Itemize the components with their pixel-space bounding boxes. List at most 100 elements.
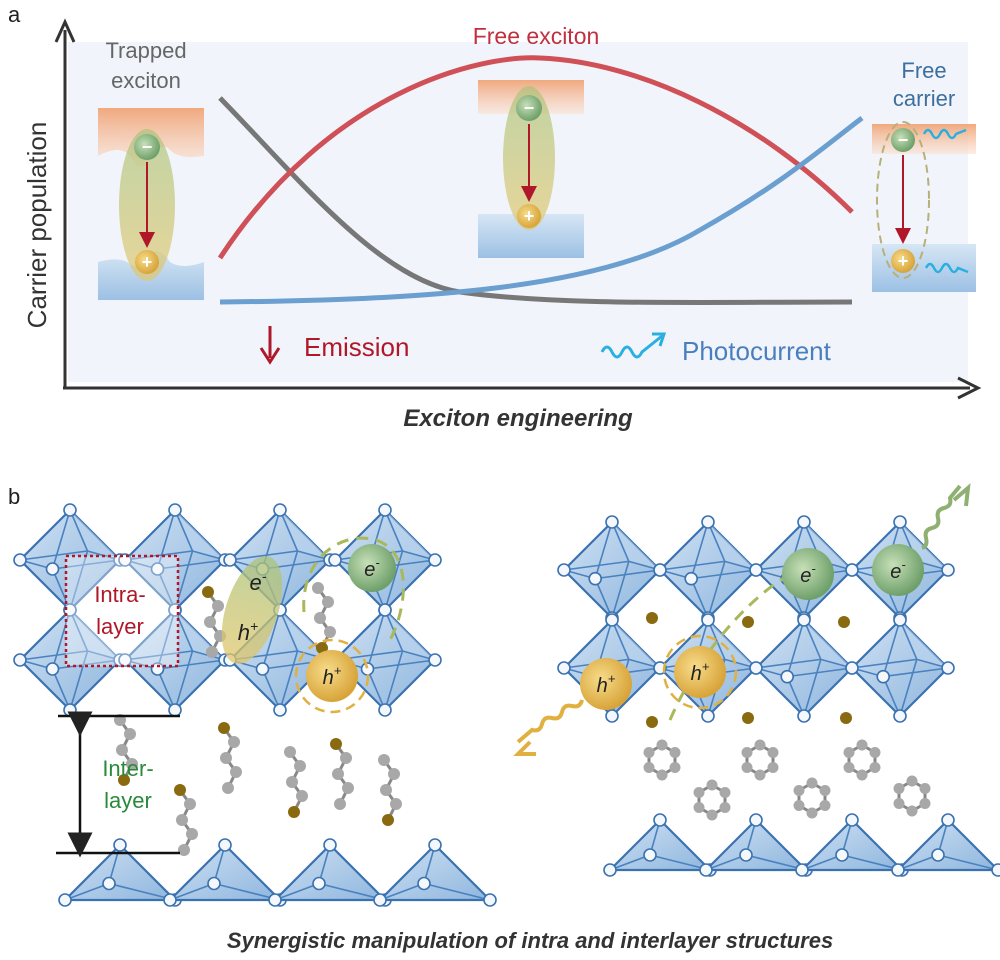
half-octahedron	[891, 813, 1000, 877]
atom-node	[941, 563, 955, 577]
organic-atom	[742, 712, 754, 724]
atom-node	[168, 503, 182, 517]
svg-text:e-: e-	[250, 568, 267, 595]
svg-text:−: −	[142, 137, 153, 157]
right-organic-molecules	[643, 612, 931, 821]
hole-icon	[517, 204, 541, 228]
octahedron	[749, 613, 859, 723]
svg-text:+: +	[142, 252, 153, 272]
trapped-label-line1: Trapped	[105, 38, 186, 63]
atom-node	[605, 515, 619, 529]
octahedron	[845, 613, 955, 723]
atom-node	[653, 813, 667, 827]
organic-atom	[742, 616, 754, 628]
atom-node	[273, 703, 287, 717]
atom-node	[780, 669, 795, 684]
atom-node	[845, 813, 859, 827]
right-bottom-layer	[603, 813, 1000, 877]
trapped-exciton-inset: Trapped exciton − +	[98, 38, 204, 300]
electron-icon	[516, 95, 542, 121]
atom-node	[255, 662, 270, 676]
atom-node	[428, 553, 442, 567]
photocurrent-wave-icon	[924, 262, 969, 274]
atom-node	[118, 653, 132, 667]
atom-node	[653, 563, 667, 577]
atom-node	[931, 848, 945, 862]
organic-chain	[330, 738, 354, 810]
half-octahedron	[268, 838, 392, 907]
panel-b: b Intra- layer Inter- layer e- h+ e- h+	[8, 483, 1000, 953]
free-carrier-label-line1: Free	[901, 58, 946, 83]
y-axis-label: Carrier population	[22, 122, 52, 329]
benzene-ring	[693, 779, 731, 821]
organic-atom	[840, 712, 852, 724]
atom-node	[845, 563, 859, 577]
atom-node	[893, 709, 907, 723]
atom-node	[701, 515, 715, 529]
atom-node	[312, 876, 326, 891]
octahedron	[13, 503, 127, 617]
electron-icon	[348, 544, 396, 592]
organic-chain	[114, 714, 138, 786]
svg-text:+: +	[524, 206, 535, 226]
organic-chain	[284, 746, 308, 818]
atom-node	[835, 848, 849, 862]
atom-node	[417, 876, 431, 891]
free-exciton-inset: Free exciton − +	[473, 23, 600, 258]
half-octahedron	[58, 838, 182, 907]
intra-layer-label-line2: layer	[96, 614, 144, 639]
organic-atom	[646, 612, 658, 624]
octahedron	[118, 603, 232, 717]
atom-node	[45, 562, 60, 576]
separation-path	[302, 536, 405, 641]
svg-text:−: −	[898, 130, 909, 150]
atom-node	[45, 662, 60, 676]
inter-layer-label-line1: Inter-	[102, 756, 153, 781]
svg-text:e-: e-	[364, 555, 380, 581]
panel-a: a Carrier population Exciton engineering…	[8, 2, 982, 432]
atom-node	[749, 813, 763, 827]
atom-node	[268, 893, 282, 907]
organic-atom	[838, 616, 850, 628]
wave-arrow-icon	[600, 334, 663, 359]
atom-node	[13, 553, 27, 567]
atom-node	[328, 553, 342, 567]
atom-node	[643, 848, 657, 862]
atom-node	[876, 669, 891, 684]
free-exciton-label: Free exciton	[473, 23, 600, 49]
svg-text:h+: h+	[238, 618, 258, 645]
trapped-label-line2: exciton	[111, 68, 181, 93]
atom-node	[13, 653, 27, 667]
half-octahedron	[699, 813, 813, 877]
atom-node	[749, 563, 763, 577]
svg-text:h+: h+	[691, 659, 710, 685]
atom-node	[795, 863, 809, 877]
organic-chain	[174, 784, 198, 856]
atom-node	[150, 662, 165, 676]
atom-node	[797, 613, 811, 627]
atom-node	[378, 503, 392, 517]
atom-node	[845, 661, 859, 675]
atom-node	[428, 838, 442, 852]
panel-a-letter: a	[8, 2, 21, 27]
atom-node	[991, 863, 1000, 877]
atom-node	[603, 863, 617, 877]
half-octahedron	[603, 813, 717, 877]
hole-icon	[580, 658, 632, 710]
left-carriers: e- h+ e- h+	[221, 536, 405, 714]
benzene-ring	[793, 777, 831, 819]
atom-node	[63, 703, 77, 717]
atom-node	[891, 863, 905, 877]
atom-node	[739, 848, 753, 862]
octahedron	[557, 515, 667, 625]
intra-layer-label-line1: Intra-	[94, 582, 145, 607]
emission-legend: Emission	[259, 326, 409, 365]
atom-node	[223, 553, 237, 567]
intra-layer-box	[64, 554, 180, 668]
panel-b-caption: Synergistic manipulation of intra and in…	[227, 928, 833, 953]
svg-text:−: −	[524, 98, 535, 118]
atom-node	[605, 709, 619, 723]
atom-node	[102, 876, 116, 891]
photocurrent-legend: Photocurrent	[600, 332, 832, 366]
hole-icon	[674, 646, 726, 698]
